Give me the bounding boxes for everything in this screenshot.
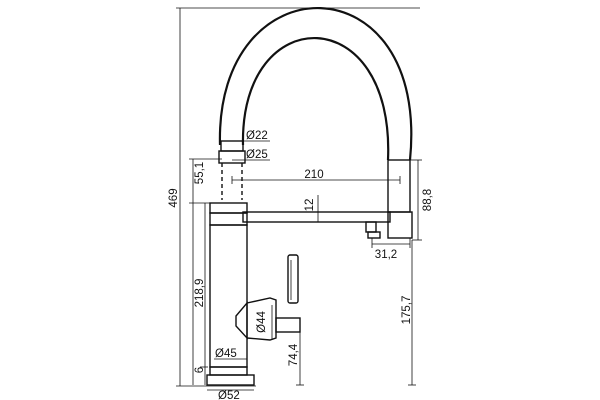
label-reach: 210 bbox=[304, 169, 323, 181]
hose-inner-curve bbox=[241, 37, 390, 161]
spray-head-nozzle bbox=[387, 211, 413, 239]
label-base-diameter: Ø52 bbox=[218, 390, 240, 400]
hose-collar-top bbox=[220, 140, 244, 152]
dimension-labels: 469 Ø22 Ø25 210 55,1 12 88,8 31,2 218,9 … bbox=[168, 130, 434, 400]
base-ring bbox=[209, 366, 248, 376]
faucet-body bbox=[209, 224, 248, 368]
spray-head bbox=[387, 159, 411, 213]
label-hose-diameter: Ø25 bbox=[246, 149, 268, 161]
lever-handle bbox=[287, 254, 299, 304]
label-upper-diameter: Ø22 bbox=[246, 130, 268, 142]
label-spout-offset: 55,1 bbox=[194, 162, 206, 184]
label-body-height: 218,9 bbox=[194, 279, 206, 308]
hose-collar-bottom bbox=[218, 150, 246, 164]
spout-outlet bbox=[365, 221, 377, 233]
dimension-lines bbox=[176, 7, 422, 391]
label-spray-head-width: 31,2 bbox=[375, 249, 397, 261]
label-base-thickness: 6 bbox=[194, 367, 206, 373]
label-body-diameter: Ø45 bbox=[215, 348, 237, 360]
faucet-outline bbox=[206, 7, 413, 386]
body-top-cap bbox=[209, 202, 248, 214]
lever-ring bbox=[275, 317, 301, 333]
body-collar bbox=[209, 212, 248, 226]
label-spout-clearance: 175,7 bbox=[401, 296, 413, 325]
label-lever-diameter: Ø44 bbox=[256, 311, 268, 333]
label-lever-height: 74,4 bbox=[288, 343, 300, 366]
label-total-height: 469 bbox=[168, 188, 180, 207]
aerator bbox=[367, 231, 381, 239]
spout-arm bbox=[242, 211, 391, 223]
label-spray-head-height: 88,8 bbox=[422, 189, 434, 211]
base-plate bbox=[206, 374, 255, 386]
label-spout-thickness: 12 bbox=[304, 199, 316, 212]
lever-cone bbox=[235, 301, 248, 340]
